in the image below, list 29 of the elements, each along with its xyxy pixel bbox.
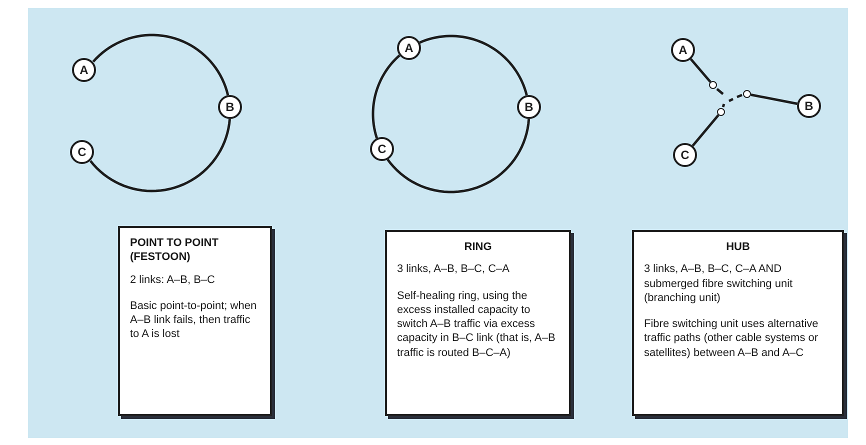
link-line: [690, 58, 712, 83]
card-text: 3 links, A–B, B–C, C–A: [397, 262, 510, 277]
link-line: [386, 118, 530, 194]
station-label: A: [80, 64, 88, 76]
station-label: A: [404, 42, 414, 54]
station-label: C: [78, 146, 86, 158]
card-text: 2 links: A–B, B–C: [130, 272, 216, 287]
link-line: [90, 118, 232, 192]
station-label: B: [804, 100, 814, 112]
card-text: Fibre switching unit uses alternative traffic paths (other cable systems or satellites) between A–B and A–C: [644, 317, 820, 360]
card-title: POINT TO POINT (FESTOON): [130, 236, 220, 265]
card-text: Self-healing ring, using the excess installed capacity to switch A–B traffic via excess capacity in B–C link (that is, A–B traffic is routed B–C–A): [397, 288, 556, 360]
description-card: [385, 230, 571, 416]
description-card: [632, 230, 844, 416]
card-title: HUB: [725, 240, 751, 254]
station-label: B: [524, 101, 534, 113]
station-label: C: [680, 149, 690, 161]
link-line: [692, 114, 720, 147]
card-title: RING: [463, 240, 493, 254]
station-label: A: [678, 44, 688, 56]
link-line: [372, 54, 400, 139]
link-line: [419, 34, 528, 96]
station-label: B: [226, 101, 234, 113]
station-label: C: [378, 143, 386, 155]
link-line: [750, 94, 798, 105]
description-card: [118, 226, 272, 416]
card-text: Basic point-to-point; when A–B link fails, then traffic to A is lost: [130, 298, 258, 342]
link-line: [92, 34, 230, 96]
card-text: 3 links, A–B, B–C, C–A AND submerged fibre switching unit (branching unit): [644, 262, 794, 306]
